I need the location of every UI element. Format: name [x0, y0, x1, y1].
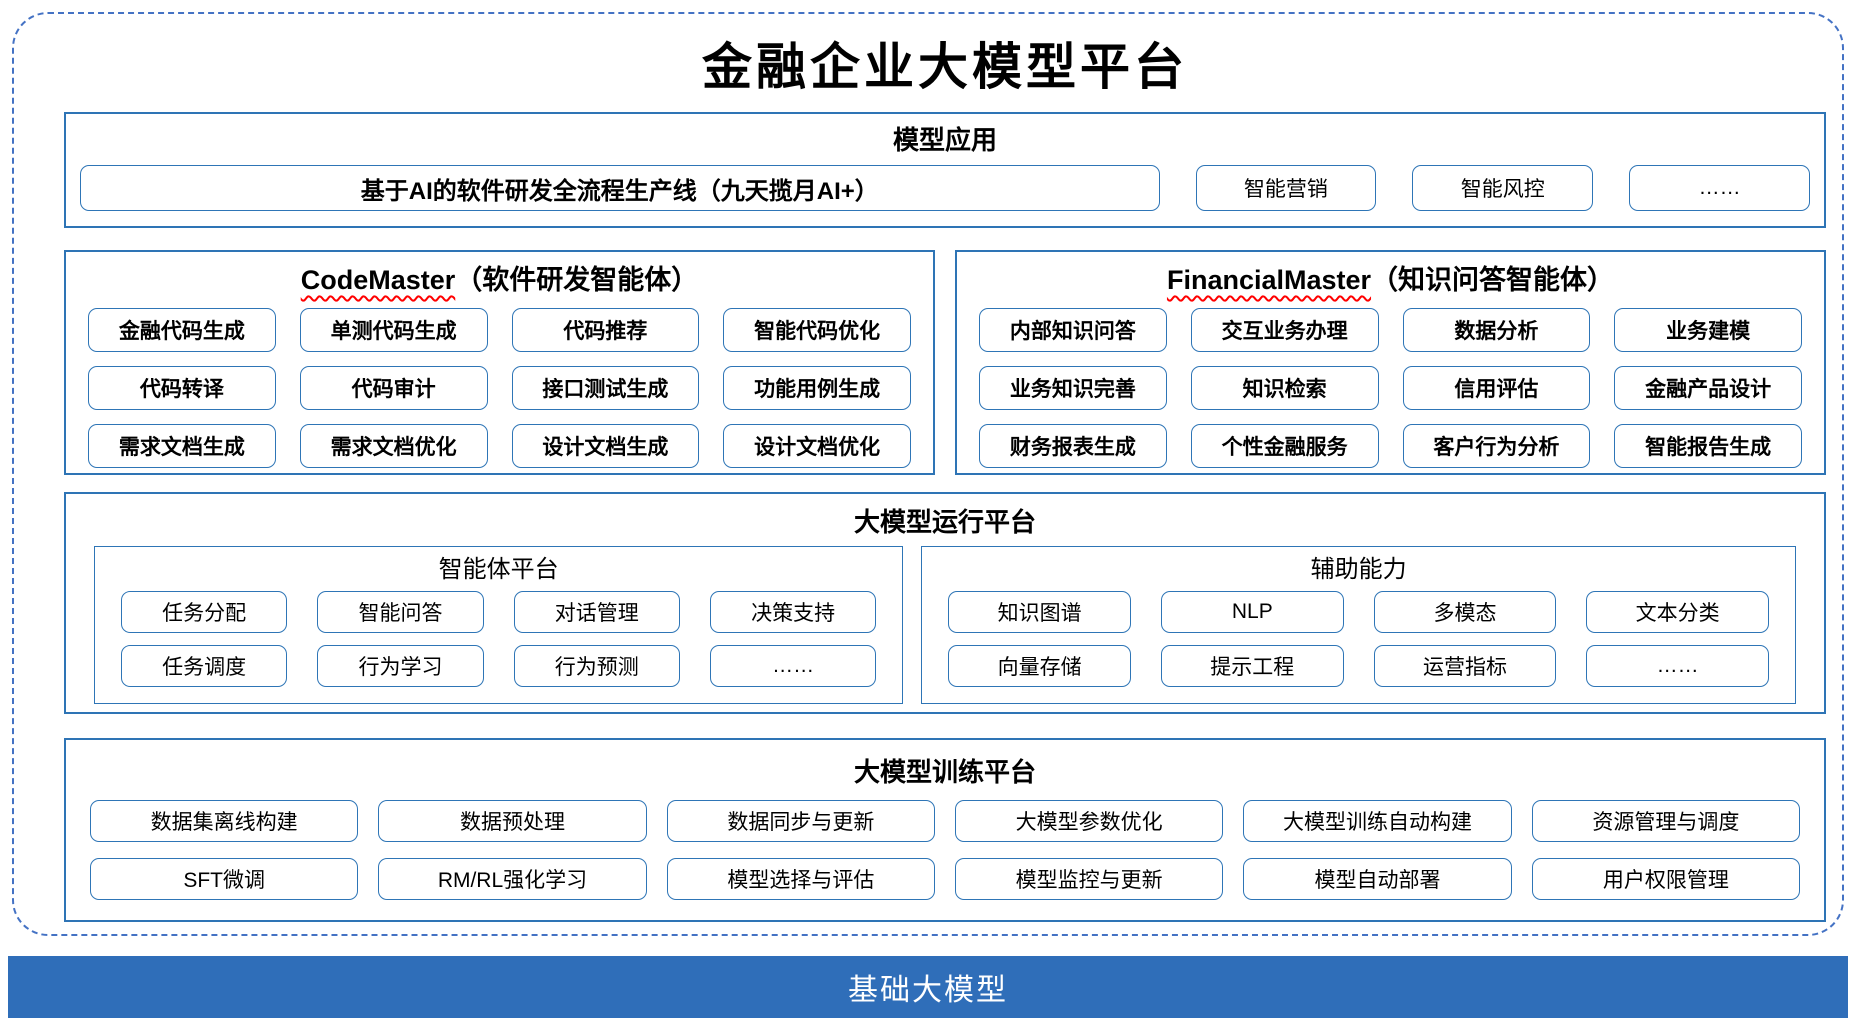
section-runtime-platform: 大模型运行平台 智能体平台 任务分配 智能问答 对话管理 决策支持 任务调度 行… — [64, 492, 1826, 714]
agent-platform-title: 智能体平台 — [438, 556, 559, 583]
item-box: 智能风控 — [1412, 165, 1594, 211]
item-box: 向量存储 — [948, 645, 1131, 687]
item-box: 业务知识完善 — [979, 366, 1167, 410]
financialmaster-subtitle: （知识问答智能体） — [1371, 265, 1615, 295]
financialmaster-name: FinancialMaster — [1166, 265, 1372, 295]
item-box: 行为学习 — [317, 645, 484, 687]
financialmaster-title: FinancialMaster（知识问答智能体） — [957, 252, 1824, 298]
item-box: 单测代码生成 — [299, 308, 488, 352]
runtime-row: 智能体平台 任务分配 智能问答 对话管理 决策支持 任务调度 行为学习 行为预测… — [94, 546, 1796, 704]
item-box: 任务分配 — [121, 591, 288, 633]
codemaster-grid: 金融代码生成 单测代码生成 代码推荐 智能代码优化 代码转译 代码审计 接口测试… — [66, 298, 933, 484]
item-box: 业务建模 — [1614, 308, 1802, 352]
item-box: 金融产品设计 — [1614, 366, 1802, 410]
item-box: 智能代码优化 — [723, 308, 911, 352]
item-box: NLP — [1160, 591, 1344, 633]
item-box: 智能营销 — [1195, 165, 1377, 211]
section-training-platform: 大模型训练平台 数据集离线构建 数据预处理 数据同步与更新 大模型参数优化 大模… — [64, 738, 1826, 922]
item-box: 决策支持 — [709, 591, 877, 633]
item-box: 财务报表生成 — [979, 424, 1167, 468]
page-title: 金融企业大模型平台 — [702, 39, 1188, 95]
item-box: 数据分析 — [1402, 308, 1591, 352]
item-box: 设计文档优化 — [723, 424, 911, 468]
item-box: 知识图谱 — [948, 591, 1131, 633]
item-box: 大模型参数优化 — [955, 800, 1224, 842]
model-app-row: 基于AI的软件研发全流程生产线（九天揽月AI+） 智能营销 智能风控 …… — [80, 165, 1810, 211]
item-box: 知识检索 — [1190, 366, 1379, 410]
item-box: 模型自动部署 — [1243, 858, 1512, 900]
item-box: 文本分类 — [1586, 591, 1769, 633]
item-box-ai-pipeline: 基于AI的软件研发全流程生产线（九天揽月AI+） — [80, 165, 1160, 211]
item-box: 大模型训练自动构建 — [1243, 800, 1512, 842]
item-box: 模型选择与评估 — [666, 858, 935, 900]
codemaster-name: CodeMaster — [300, 265, 456, 295]
item-box: 用户权限管理 — [1531, 858, 1800, 900]
auxiliary-grid: 知识图谱 NLP 多模态 文本分类 向量存储 提示工程 运营指标 …… — [922, 589, 1795, 687]
subsection-agent-platform: 智能体平台 任务分配 智能问答 对话管理 决策支持 任务调度 行为学习 行为预测… — [94, 546, 904, 704]
item-box: 行为预测 — [513, 645, 680, 687]
financialmaster-grid: 内部知识问答 交互业务办理 数据分析 业务建模 业务知识完善 知识检索 信用评估… — [957, 298, 1824, 484]
item-box: 信用评估 — [1402, 366, 1591, 410]
item-box: 数据同步与更新 — [666, 800, 935, 842]
item-box: 需求文档生成 — [88, 424, 276, 468]
foundation-model-bar: 基础大模型 — [8, 956, 1848, 1018]
item-box: 接口测试生成 — [511, 366, 700, 410]
item-box: 内部知识问答 — [979, 308, 1167, 352]
item-box: 代码审计 — [299, 366, 488, 410]
codemaster-subtitle: （软件研发智能体） — [455, 265, 699, 295]
model-app-title: 模型应用 — [892, 125, 997, 155]
item-box: RM/RL强化学习 — [378, 858, 647, 900]
training-grid: 数据集离线构建 数据预处理 数据同步与更新 大模型参数优化 大模型训练自动构建 … — [90, 800, 1800, 900]
item-box-ellipsis: …… — [1629, 165, 1810, 211]
item-box: 设计文档生成 — [511, 424, 700, 468]
agent-platform-grid: 任务分配 智能问答 对话管理 决策支持 任务调度 行为学习 行为预测 …… — [95, 589, 902, 687]
item-box: 模型监控与更新 — [955, 858, 1224, 900]
auxiliary-title: 辅助能力 — [1310, 556, 1407, 583]
item-box: 任务调度 — [121, 645, 288, 687]
section-financialmaster: FinancialMaster（知识问答智能体） 内部知识问答 交互业务办理 数… — [955, 250, 1826, 475]
item-box: 数据集离线构建 — [90, 800, 359, 842]
item-box: SFT微调 — [90, 858, 359, 900]
item-box-ellipsis: …… — [709, 645, 877, 687]
section-codemaster: CodeMaster（软件研发智能体） 金融代码生成 单测代码生成 代码推荐 智… — [64, 250, 935, 475]
item-box: 客户行为分析 — [1402, 424, 1591, 468]
item-box: 资源管理与调度 — [1531, 800, 1800, 842]
platform-frame: 金融企业大模型平台 模型应用 基于AI的软件研发全流程生产线（九天揽月AI+） … — [12, 12, 1844, 936]
item-box: 提示工程 — [1160, 645, 1344, 687]
item-box: 智能报告生成 — [1614, 424, 1802, 468]
item-box: 功能用例生成 — [723, 366, 911, 410]
agents-row: CodeMaster（软件研发智能体） 金融代码生成 单测代码生成 代码推荐 智… — [64, 250, 1826, 475]
item-box: 需求文档优化 — [299, 424, 488, 468]
item-box: 智能问答 — [317, 591, 484, 633]
item-box: 个性金融服务 — [1190, 424, 1379, 468]
item-box: 代码推荐 — [511, 308, 700, 352]
item-box: 代码转译 — [88, 366, 276, 410]
training-title: 大模型训练平台 — [853, 757, 1036, 787]
section-model-app: 模型应用 基于AI的软件研发全流程生产线（九天揽月AI+） 智能营销 智能风控 … — [64, 112, 1826, 228]
runtime-title: 大模型运行平台 — [853, 507, 1036, 537]
codemaster-title: CodeMaster（软件研发智能体） — [66, 252, 933, 298]
item-box: 交互业务办理 — [1190, 308, 1379, 352]
item-box: 数据预处理 — [378, 800, 647, 842]
item-box-ellipsis: …… — [1586, 645, 1769, 687]
item-box: 运营指标 — [1373, 645, 1557, 687]
item-box: 金融代码生成 — [88, 308, 276, 352]
item-box: 多模态 — [1373, 591, 1557, 633]
subsection-auxiliary: 辅助能力 知识图谱 NLP 多模态 文本分类 向量存储 提示工程 运营指标 …… — [921, 546, 1796, 704]
item-box: 对话管理 — [513, 591, 680, 633]
